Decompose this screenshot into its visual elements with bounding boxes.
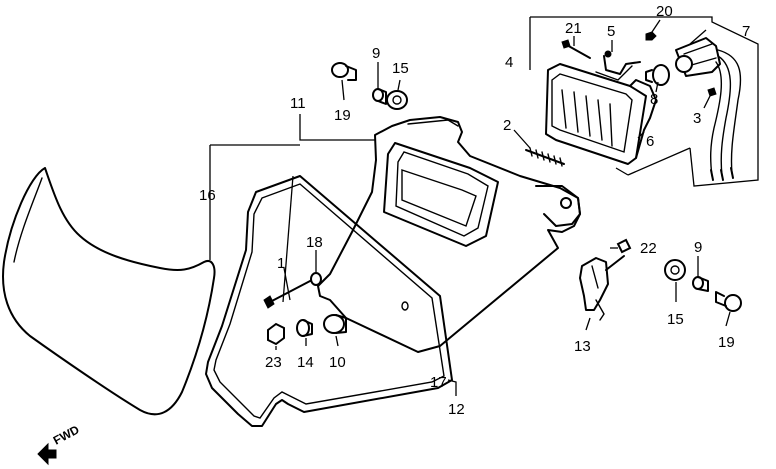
- grommet-15-lower: [664, 259, 686, 281]
- assembly-bracket-box: [529, 16, 759, 187]
- grommet-15-upper: [386, 90, 408, 110]
- callout-17: 17: [430, 374, 447, 391]
- mounting-bracket-13-screw: [605, 255, 625, 271]
- callout-22: 22: [640, 240, 657, 257]
- bulb-socket-ring: [675, 55, 693, 73]
- nut-3: [707, 87, 717, 97]
- socket-wire-2: [717, 55, 732, 177]
- callout-21: 21: [565, 20, 582, 37]
- socket-wire-1: [717, 49, 742, 175]
- spring-clip-5: [603, 55, 641, 75]
- collar-9-lower-body: [697, 276, 709, 292]
- bolt-1-head: [263, 295, 275, 309]
- nut-23: [267, 322, 285, 346]
- headlight-case: [317, 116, 581, 353]
- fwd-label: FWD: [51, 422, 82, 447]
- grommet-15-upper-hole: [392, 95, 402, 105]
- headlight-bulb: [652, 64, 670, 86]
- callout-13: 13: [574, 338, 591, 355]
- case-small-hole: [401, 301, 409, 311]
- grommet-10: [323, 314, 345, 334]
- callout-18: 18: [306, 234, 323, 251]
- leader-lines: [209, 19, 731, 396]
- callout-2: 2: [503, 117, 511, 134]
- case-top-ridge: [407, 119, 459, 127]
- front-shield-plate-edge: [13, 177, 43, 263]
- callout-15-upper: 15: [392, 60, 409, 77]
- grommet-15-lower-hole: [670, 265, 680, 275]
- screw-21-head: [561, 39, 571, 49]
- callout-19-lower: 19: [718, 334, 735, 351]
- callout-8: 8: [650, 91, 658, 108]
- callout-14: 14: [297, 354, 314, 371]
- callout-4: 4: [505, 54, 513, 71]
- bracket-5: [595, 65, 633, 81]
- callout-7: 7: [742, 23, 750, 40]
- socket-wire-3: [709, 61, 722, 177]
- callout-3: 3: [693, 110, 701, 127]
- adjusting-screw-coil: [529, 147, 563, 167]
- callout-5: 5: [607, 23, 615, 40]
- headlight-bulb-base: [645, 69, 653, 83]
- callout-9-upper: 9: [372, 45, 380, 62]
- callout-16: 16: [199, 187, 216, 204]
- front-shield-plate: [2, 167, 216, 416]
- headlight-lens-face: [551, 73, 633, 153]
- headlight-case-bracket: [535, 185, 581, 227]
- bolt-19-upper-shank: [345, 65, 357, 81]
- callout-6: 6: [646, 133, 654, 150]
- nut-20: [645, 31, 657, 41]
- callout-10: 10: [329, 354, 346, 371]
- lens-seal-ring-inner: [213, 183, 445, 419]
- bolt-19-lower-shank: [715, 291, 727, 307]
- collar-9-upper-body: [377, 88, 387, 105]
- headlight-reflector-back: [629, 79, 657, 159]
- callout-9-lower: 9: [694, 239, 702, 256]
- bolt-19-upper-head: [331, 62, 349, 78]
- callout-23: 23: [265, 354, 282, 371]
- fwd-indicator: FWD: [37, 422, 82, 466]
- headlight-case-opening-inner: [395, 151, 489, 237]
- spring-clip-5-pin: [604, 50, 612, 58]
- headlight-case-opening: [383, 142, 499, 247]
- lens-seal-ring-outer: [205, 175, 453, 427]
- headlight-lens-texture: [561, 89, 613, 147]
- case-mounting-hole: [560, 197, 572, 209]
- headlight-case-rim: [401, 169, 477, 227]
- callout-1: 1: [277, 255, 285, 272]
- mounting-bracket-13: [579, 257, 609, 311]
- callout-20: 20: [656, 3, 673, 20]
- forward-arrow-icon: [37, 442, 57, 466]
- callout-12: 12: [448, 401, 465, 418]
- callout-11: 11: [290, 95, 306, 112]
- grommet-10-body: [335, 314, 347, 334]
- washer-14-body: [302, 319, 313, 337]
- bolt-1: [269, 279, 313, 303]
- bulb-socket: [675, 37, 721, 77]
- washer-18: [310, 272, 322, 286]
- callout-15-lower: 15: [667, 311, 684, 328]
- adjusting-screw-spring: [525, 149, 565, 165]
- callout-labels: 1 2 3 4 5 6 7 8 9 9 10 11 12 13 14 15 15…: [199, 3, 750, 418]
- callout-19-upper: 19: [334, 107, 351, 124]
- headlight-lens-unit: [545, 63, 647, 165]
- screw-22: [616, 238, 632, 254]
- bolt-19-lower-head: [724, 294, 742, 312]
- socket-wire-ends: [710, 167, 734, 181]
- mounting-bracket-13-detail: [591, 265, 605, 321]
